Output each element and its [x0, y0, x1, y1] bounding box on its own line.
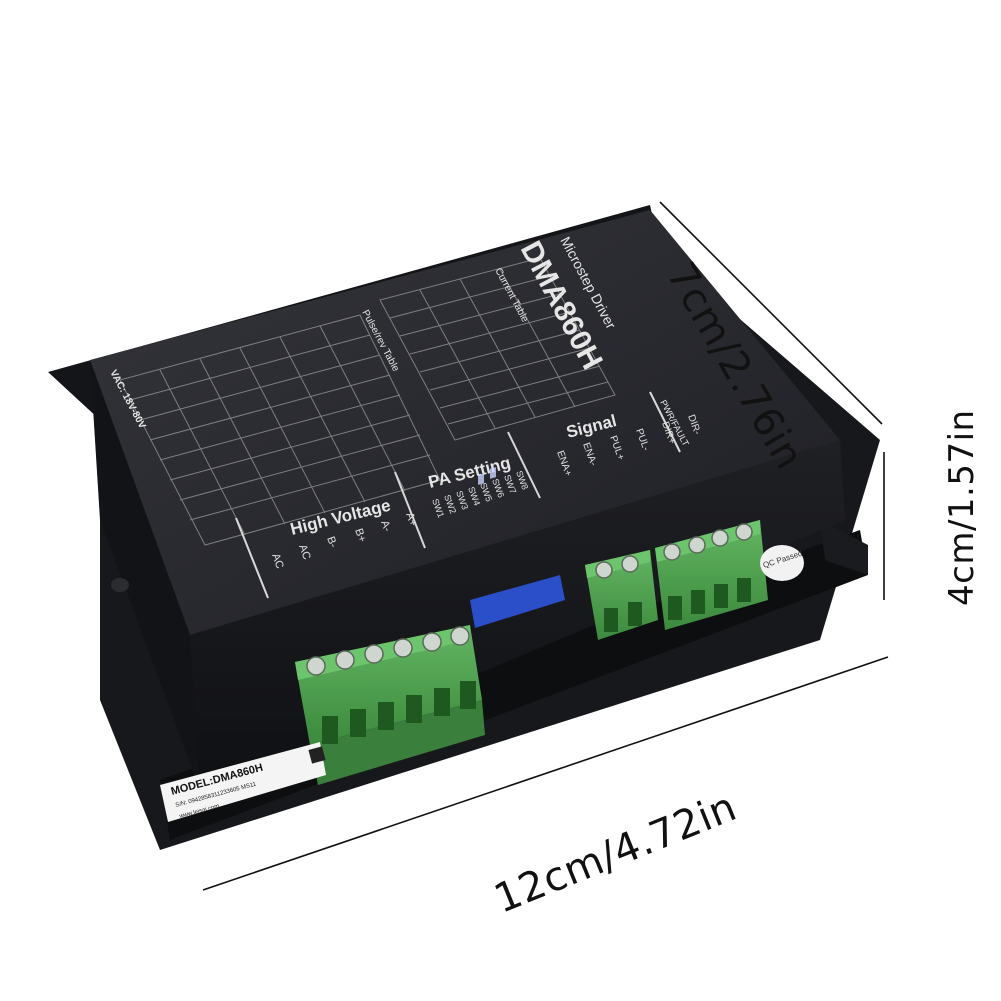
panel-dividers — [235, 391, 681, 599]
pin-label: B+ — [352, 527, 368, 544]
terminal-socket-icon — [322, 681, 476, 744]
model-label-sticker: MODEL:DMA860H S/N: 0942858311233605 MS11… — [160, 742, 326, 822]
current-table-grid — [379, 257, 616, 441]
terminal-socket-icon — [668, 578, 751, 620]
enable-terminal-block[interactable] — [585, 550, 658, 640]
terminal-screw-icon — [306, 626, 470, 676]
terminal-socket-icon — [604, 602, 642, 632]
pin-label: B- — [324, 535, 339, 550]
qc-sticker: QC Passed — [760, 545, 804, 581]
qr-code-icon — [308, 746, 326, 764]
pin-label: AC — [296, 543, 313, 562]
dimension-lines — [202, 201, 889, 891]
mount-screw-icon — [111, 578, 129, 592]
pin-label: A- — [378, 519, 393, 534]
depth-dimension-line — [659, 201, 883, 425]
height-dimension-label: 4cm/1.57in — [942, 409, 982, 606]
terminal-screw-icon — [595, 555, 639, 579]
dip-switch-block[interactable] — [470, 467, 565, 628]
pin-label: A+ — [403, 511, 419, 528]
signal-terminal-block[interactable] — [655, 520, 768, 630]
power-terminal-block[interactable] — [295, 625, 485, 785]
pin-label: AC — [269, 552, 286, 571]
pulse-table-grid — [119, 314, 441, 546]
terminal-screw-icon — [663, 523, 753, 561]
width-dimension-line — [202, 656, 889, 891]
